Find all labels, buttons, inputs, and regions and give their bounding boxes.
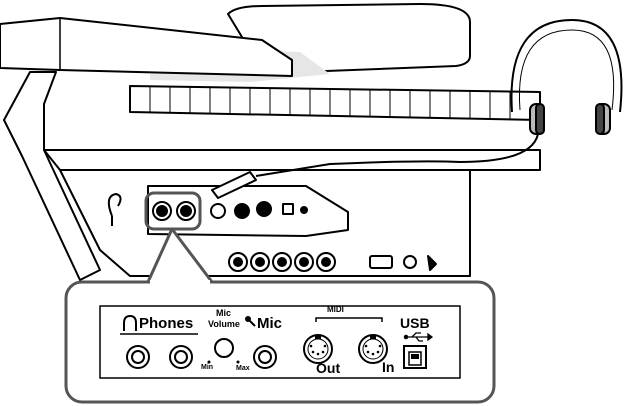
mic-volume-label-line1: Mic bbox=[216, 308, 232, 318]
panel-midi-jack bbox=[256, 201, 272, 217]
mic-label: Mic bbox=[257, 315, 283, 332]
callout-phones-jack-2 bbox=[169, 345, 193, 369]
min-label: Min bbox=[201, 364, 214, 371]
piano-illustration bbox=[0, 3, 541, 281]
callout-panel bbox=[99, 305, 461, 379]
keyboard-strip bbox=[129, 85, 541, 121]
mic-volume-knob bbox=[214, 338, 234, 358]
usb-port bbox=[403, 345, 427, 369]
usb-label: USB bbox=[400, 315, 430, 331]
midi-label: MIDI bbox=[327, 305, 344, 314]
callout-mic-jack bbox=[253, 345, 277, 369]
midi-bracket bbox=[315, 317, 383, 322]
piano-lid bbox=[0, 17, 293, 77]
headphone-cable bbox=[255, 133, 539, 177]
midi-in-connector bbox=[358, 334, 388, 364]
midi-out-label: Out bbox=[316, 360, 341, 376]
headband bbox=[510, 18, 623, 113]
front-rail bbox=[43, 149, 541, 171]
headphones bbox=[255, 18, 623, 177]
phone-plug bbox=[211, 171, 257, 199]
panel-usb-port bbox=[282, 203, 294, 215]
usb-icon bbox=[403, 332, 434, 342]
phones-label: Phones bbox=[139, 315, 194, 332]
microphone-icon bbox=[245, 316, 256, 327]
mic-volume-label-line2: Volume bbox=[208, 319, 240, 329]
max-label: Max bbox=[236, 365, 250, 372]
headphone-icon bbox=[123, 314, 137, 331]
callout-box bbox=[64, 280, 496, 404]
panel-knob bbox=[210, 203, 226, 219]
panel-mic-jack bbox=[234, 203, 250, 219]
midi-in-label: In bbox=[382, 359, 395, 375]
callout-phones-jack-1 bbox=[126, 345, 150, 369]
rear-jack-row bbox=[228, 252, 437, 272]
key-lines bbox=[149, 87, 511, 119]
midi-out-connector bbox=[303, 334, 333, 364]
headphone-hook bbox=[107, 193, 122, 226]
